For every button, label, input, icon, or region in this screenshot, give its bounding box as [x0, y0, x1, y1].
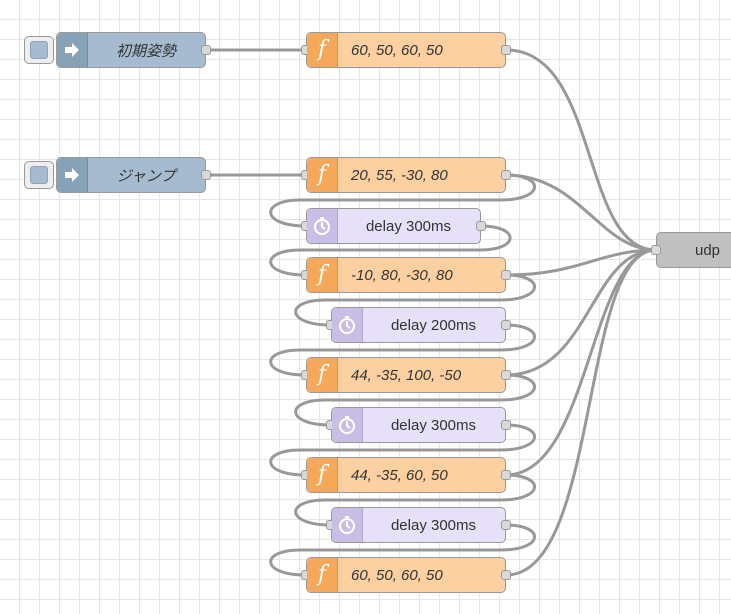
inject-button[interactable] — [24, 161, 54, 189]
inject-node-jump[interactable]: ジャンプ — [24, 157, 211, 193]
function-icon: f — [307, 558, 338, 592]
arrow-right-icon — [57, 158, 88, 192]
function-icon: f — [307, 158, 338, 192]
output-port[interactable] — [501, 520, 511, 530]
udp-out-node[interactable]: udp — [651, 232, 731, 268]
node-label: 60, 50, 60, 50 — [351, 566, 443, 584]
timer-icon — [332, 308, 363, 342]
wire — [505, 48, 657, 252]
output-port[interactable] — [501, 470, 511, 480]
wire — [269, 323, 536, 377]
function-node[interactable]: f 44, -35, 60, 50 — [301, 457, 511, 493]
inject-node-initial-pose[interactable]: 初期姿勢 — [24, 32, 211, 68]
node-label: -10, 80, -30, 80 — [351, 266, 453, 284]
function-node[interactable]: f 60, 50, 60, 50 — [301, 557, 511, 593]
output-port[interactable] — [501, 170, 511, 180]
output-port[interactable] — [201, 170, 211, 180]
node-label: delay 300ms — [365, 217, 452, 235]
wire — [294, 373, 536, 427]
wire — [269, 224, 512, 277]
node-label: delay 300ms — [390, 416, 477, 434]
node-label: 44, -35, 60, 50 — [351, 466, 448, 484]
function-node[interactable]: f 20, 55, -30, 80 — [301, 157, 511, 193]
timer-icon — [307, 209, 338, 243]
wire — [505, 248, 657, 277]
function-icon: f — [307, 458, 338, 492]
timer-icon — [332, 408, 363, 442]
delay-node[interactable]: delay 200ms — [326, 307, 511, 343]
node-label: 20, 55, -30, 80 — [351, 166, 448, 184]
delay-node[interactable]: delay 300ms — [301, 208, 486, 244]
output-port[interactable] — [501, 570, 511, 580]
output-port[interactable] — [501, 270, 511, 280]
output-port[interactable] — [501, 320, 511, 330]
wire — [505, 248, 657, 377]
wire — [269, 523, 536, 577]
arrow-right-icon — [57, 33, 88, 67]
node-label: udp — [695, 241, 721, 259]
inject-button[interactable] — [24, 36, 54, 64]
output-port[interactable] — [501, 370, 511, 380]
function-node[interactable]: f 60, 50, 60, 50 — [301, 32, 511, 68]
wire — [269, 423, 536, 477]
wire — [505, 173, 657, 252]
wire — [505, 248, 657, 577]
node-label: delay 200ms — [390, 316, 477, 334]
delay-node[interactable]: delay 300ms — [326, 407, 511, 443]
node-label: 44, -35, 100, -50 — [351, 366, 462, 384]
output-port[interactable] — [201, 45, 211, 55]
node-label: ジャンプ — [116, 167, 176, 185]
delay-node[interactable]: delay 300ms — [326, 507, 511, 543]
wire — [294, 273, 536, 327]
node-label: delay 300ms — [390, 516, 477, 534]
wire — [294, 473, 536, 527]
output-port[interactable] — [476, 221, 486, 231]
node-label: 初期姿勢 — [115, 42, 176, 60]
wire — [269, 173, 536, 228]
node-label: 60, 50, 60, 50 — [351, 41, 443, 59]
output-port[interactable] — [501, 45, 511, 55]
function-icon: f — [307, 358, 338, 392]
function-icon: f — [307, 33, 338, 67]
timer-icon — [332, 508, 363, 542]
function-node[interactable]: f 44, -35, 100, -50 — [301, 357, 511, 393]
function-icon: f — [307, 258, 338, 292]
output-port[interactable] — [501, 420, 511, 430]
function-node[interactable]: f -10, 80, -30, 80 — [301, 257, 511, 293]
input-port[interactable] — [651, 245, 661, 255]
